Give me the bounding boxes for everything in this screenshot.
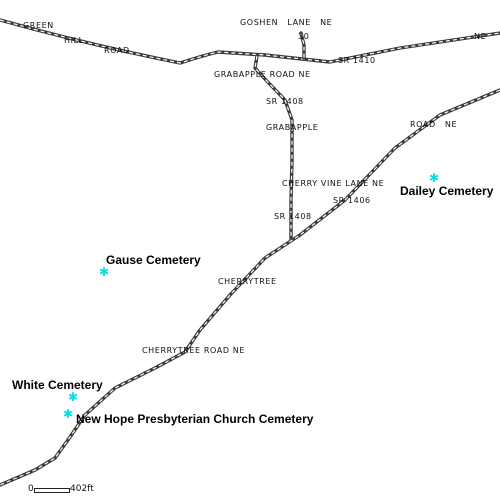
road-label-goshen-lane: GOSHEN LANE NE — [240, 18, 333, 27]
road-label-sr-1408-top: SR 1408 — [266, 97, 304, 106]
cemetery-label-dailey[interactable]: Dailey Cemetery — [400, 184, 494, 198]
green-hill-road — [0, 18, 500, 65]
scale-bar-distance-label: 402ft — [70, 484, 94, 494]
road-label-cherrytree: CHERRYTREE — [218, 277, 277, 286]
road-label-cherrytree-road: CHERRYTREE ROAD NE — [142, 346, 245, 355]
cemetery-label-new-hope-presbyterian[interactable]: New Hope Presbyterian Church Cemetery — [76, 412, 314, 426]
cemetery-star-icon[interactable]: ✱ — [429, 171, 440, 185]
road-label-sr-1406: SR 1406 — [333, 196, 371, 205]
scale-bar-start-label: 0 — [28, 484, 34, 494]
road-label-sr-30: 30 — [298, 32, 310, 41]
road-label-road-ne: ROAD NE — [410, 120, 458, 129]
road-label-grabapple-road: GRABAPPLE ROAD NE — [214, 70, 311, 79]
cemetery-star-icon[interactable]: ✱ — [63, 407, 74, 421]
road-label-green: GREEN — [23, 21, 54, 30]
cemetery-label-white[interactable]: White Cemetery — [12, 378, 103, 392]
road-label-ne-east: NE — [474, 32, 487, 41]
cemetery-star-icon[interactable]: ✱ — [99, 265, 110, 279]
road-label-sr-1410: SR 1410 — [338, 56, 376, 65]
road-label-grabapple: GRABAPPLE — [266, 123, 319, 132]
scale-bar-graphic — [34, 488, 70, 493]
goshen-lane — [299, 31, 306, 60]
cemetery-label-gause[interactable]: Gause Cemetery — [106, 253, 201, 267]
road-label-sr-1408-mid: SR 1408 — [274, 212, 312, 221]
road-label-cherry-vine-lane: CHERRY VINE LANE NE — [282, 179, 385, 188]
road-label-road-west: ROAD — [104, 46, 130, 55]
cherrytree-road — [0, 88, 500, 487]
road-label-hill: HILL — [64, 36, 84, 45]
cemetery-star-icon[interactable]: ✱ — [68, 390, 79, 404]
grabapple-road — [253, 54, 294, 242]
